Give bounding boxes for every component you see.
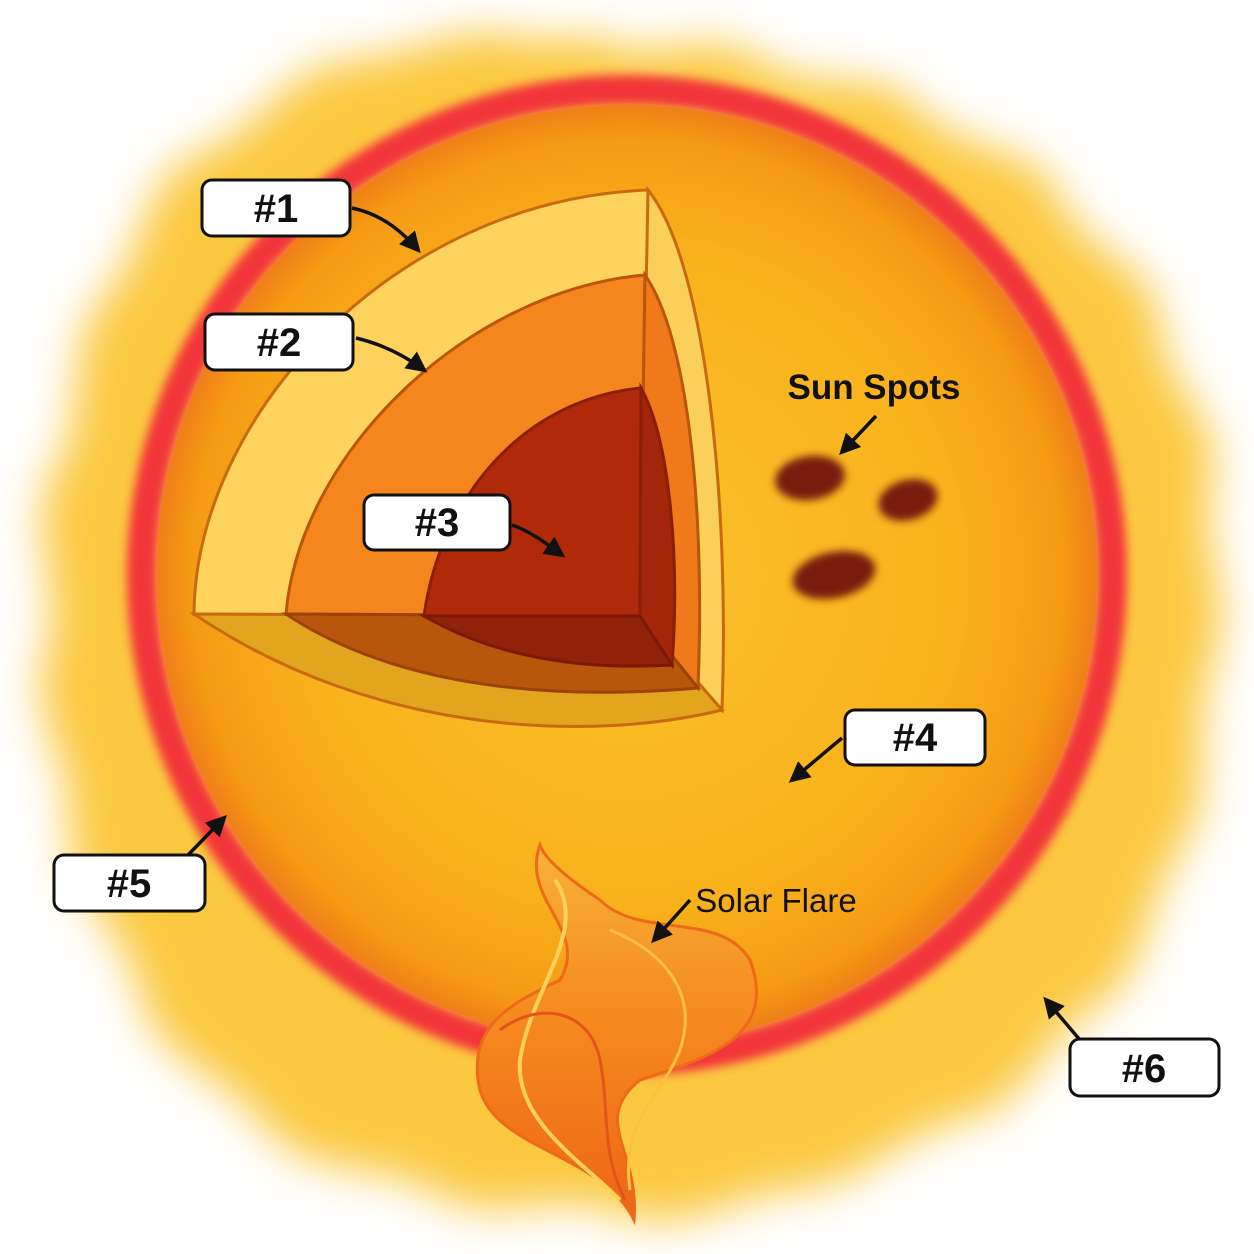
sunspot — [775, 455, 845, 501]
pointer-arrows — [186, 206, 1082, 1042]
label-3-text: #3 — [415, 501, 460, 545]
arrow-6 — [1043, 996, 1082, 1042]
label-6: #6 — [1068, 1037, 1221, 1098]
label-1-text: #1 — [254, 187, 299, 231]
label-box — [843, 708, 987, 767]
label-4-text: #4 — [893, 716, 938, 760]
label-1: #1 — [200, 178, 352, 238]
label-5-text: #5 — [107, 862, 152, 906]
label-box — [1068, 1037, 1221, 1098]
core-bottom-face — [418, 614, 675, 668]
label-3: #3 — [362, 493, 512, 552]
label-box — [52, 853, 207, 913]
sun-spots-label: Sun Spots — [787, 368, 960, 407]
label-6-text: #6 — [1122, 1047, 1167, 1091]
arrow-2 — [355, 336, 428, 373]
solar-flare-label: Solar Flare — [695, 882, 856, 919]
arrow-1 — [351, 206, 421, 254]
core-surface — [422, 386, 643, 618]
sunspot — [792, 550, 876, 600]
arrow-3 — [511, 523, 566, 558]
label-5: #5 — [52, 853, 207, 913]
arrow-sun-spots — [839, 414, 878, 456]
core-side — [638, 382, 677, 670]
flare-streak — [499, 1011, 627, 1201]
sunspot — [878, 479, 938, 521]
flare-streak — [609, 928, 687, 1191]
label-2-text: #2 — [257, 321, 302, 365]
label-box — [362, 493, 512, 552]
label-box — [200, 178, 352, 238]
label-4: #4 — [843, 708, 987, 767]
sunspots — [775, 455, 938, 600]
label-box — [203, 312, 355, 372]
arrow-4 — [788, 736, 844, 783]
arrow-solar-flare — [651, 898, 692, 944]
flare-streak — [517, 878, 622, 1202]
arrow-5 — [186, 814, 227, 857]
label-2: #2 — [203, 312, 355, 372]
